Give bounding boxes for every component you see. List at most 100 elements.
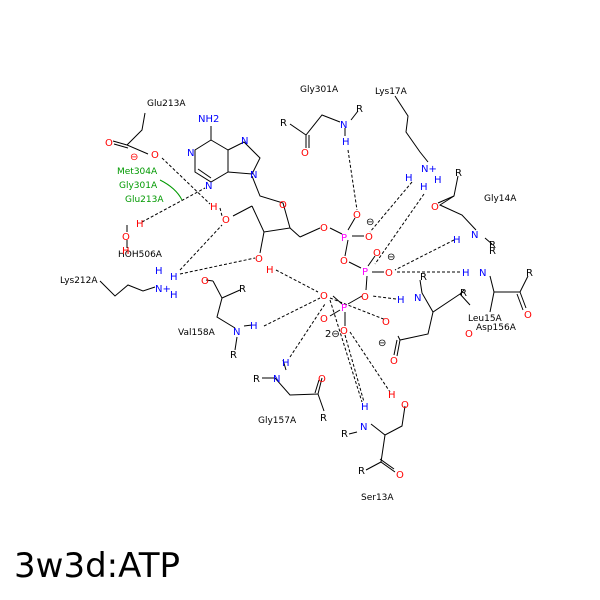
atom-n: N (250, 170, 257, 181)
atom-h: H (155, 266, 163, 277)
atom-r: R (358, 466, 365, 477)
atom-h: H (361, 402, 369, 413)
atom-o: O (361, 292, 369, 303)
atom-p: P (341, 303, 347, 314)
atom-h: H (122, 246, 130, 257)
atom-o: O (222, 215, 230, 226)
atom-r: R (239, 284, 246, 295)
atom-n: N (233, 327, 240, 338)
atom-h: H (405, 173, 413, 184)
atom-h: H (210, 202, 218, 213)
atom-n: N (205, 181, 212, 192)
atom-o: O (320, 223, 328, 234)
atom-h: H (434, 175, 442, 186)
contact-met304a: Met304A (117, 167, 158, 177)
atom-n: N (187, 148, 194, 159)
atom-n: N (414, 293, 421, 304)
atom-o: O (382, 317, 390, 328)
atom-o: O (524, 310, 532, 321)
hydrogen-bonds (141, 149, 460, 403)
atom-o: O (201, 276, 209, 287)
atom-charge: ⊖ (378, 338, 386, 349)
atom-h: H (388, 390, 396, 401)
atom-h: H (282, 358, 290, 369)
atom-o: O (340, 326, 348, 337)
atom-nh2: NH2 (198, 114, 219, 125)
atom-o: O (122, 232, 130, 243)
atom-n: N (479, 268, 486, 279)
atom-o: O (320, 314, 328, 325)
atom-charge: ⊖ (130, 152, 138, 163)
residue-gly14a: Gly14A (484, 194, 517, 204)
residue-lys212a: Lys212A (60, 276, 98, 286)
atom-h: H (342, 137, 350, 148)
atom-r: R (253, 374, 260, 385)
atom-r: R (320, 413, 327, 424)
atom-o: O (353, 210, 361, 221)
atom-o: O (318, 374, 326, 385)
atom-o: O (151, 150, 159, 161)
atom-r: R (280, 118, 287, 129)
atom-n: N (340, 120, 347, 131)
atom-o: O (390, 356, 398, 367)
atom-h: H (250, 321, 258, 332)
atom-h: H (453, 235, 461, 246)
atom-o: O (301, 148, 309, 159)
contact-labels: Met304A Gly301A Glu213A (117, 167, 164, 205)
atom-p: P (362, 267, 368, 278)
atom-h: H (462, 268, 470, 279)
atom-n: N (241, 136, 248, 147)
residue-gly301a: Gly301A (300, 85, 339, 95)
residue-gly157a: Gly157A (258, 416, 297, 426)
atom-h: H (420, 182, 428, 193)
atom-o: O (105, 138, 113, 149)
atom-r: R (230, 350, 237, 361)
atom-o: O (431, 202, 439, 213)
atom-o: O (396, 470, 404, 481)
atom-r: R (341, 429, 348, 440)
residue-ser13a: Ser13A (361, 493, 394, 503)
contact-arc (159, 179, 183, 201)
atom-charge: ⊖ (366, 217, 374, 228)
atom-r: R (460, 288, 467, 299)
atom-o: O (385, 268, 393, 279)
atom-n: N (273, 374, 280, 385)
atom-r: R (420, 272, 427, 283)
atom-o: O (255, 254, 263, 265)
atom-o: O (340, 256, 348, 267)
atom-o: O (373, 248, 381, 259)
atom-o: O (365, 232, 373, 243)
residue-hoh506a: HOH506A (118, 250, 163, 260)
contact-gly301a: Gly301A (119, 181, 158, 191)
atom-n: N (471, 230, 478, 241)
atom-h: H (170, 272, 178, 283)
atom-n: N (360, 422, 367, 433)
residue-lys17a: Lys17A (375, 87, 408, 97)
atom-r: R (526, 268, 533, 279)
residue-leu15a: Leu15A (468, 314, 503, 324)
residue-asp156a: Asp156A (476, 323, 517, 333)
atom-h: H (136, 219, 144, 230)
page-title: 3w3d:ATP (14, 546, 180, 586)
atom-o: O (465, 329, 473, 340)
atom-o: O (320, 291, 328, 302)
atom-p: P (341, 233, 347, 244)
atom-nplus: N+ (421, 164, 437, 175)
residue-glu213a: Glu213A (147, 99, 186, 109)
atom-o: O (279, 200, 287, 211)
atom-r: R (489, 240, 496, 251)
atom-r: R (489, 246, 496, 257)
atom-r: R (356, 104, 363, 115)
residue-labels: Glu213A Gly301A Lys17A Gly14A Lys212A HO… (60, 85, 517, 503)
atom-charge: 2⊖ (325, 329, 340, 340)
covalent-bonds (99, 95, 529, 473)
atom-h: H (397, 295, 405, 306)
atom-h: H (266, 265, 274, 276)
atom-charge: ⊖ (387, 252, 395, 263)
atom-o: O (401, 400, 409, 411)
atom-h: H (170, 290, 178, 301)
atom-labels: O O ⊖ NH2 N N N N O O H O H O O P O ⊖ O … (105, 104, 533, 481)
residue-val158a: Val158A (178, 328, 216, 338)
contact-glu213a: Glu213A (125, 195, 164, 205)
